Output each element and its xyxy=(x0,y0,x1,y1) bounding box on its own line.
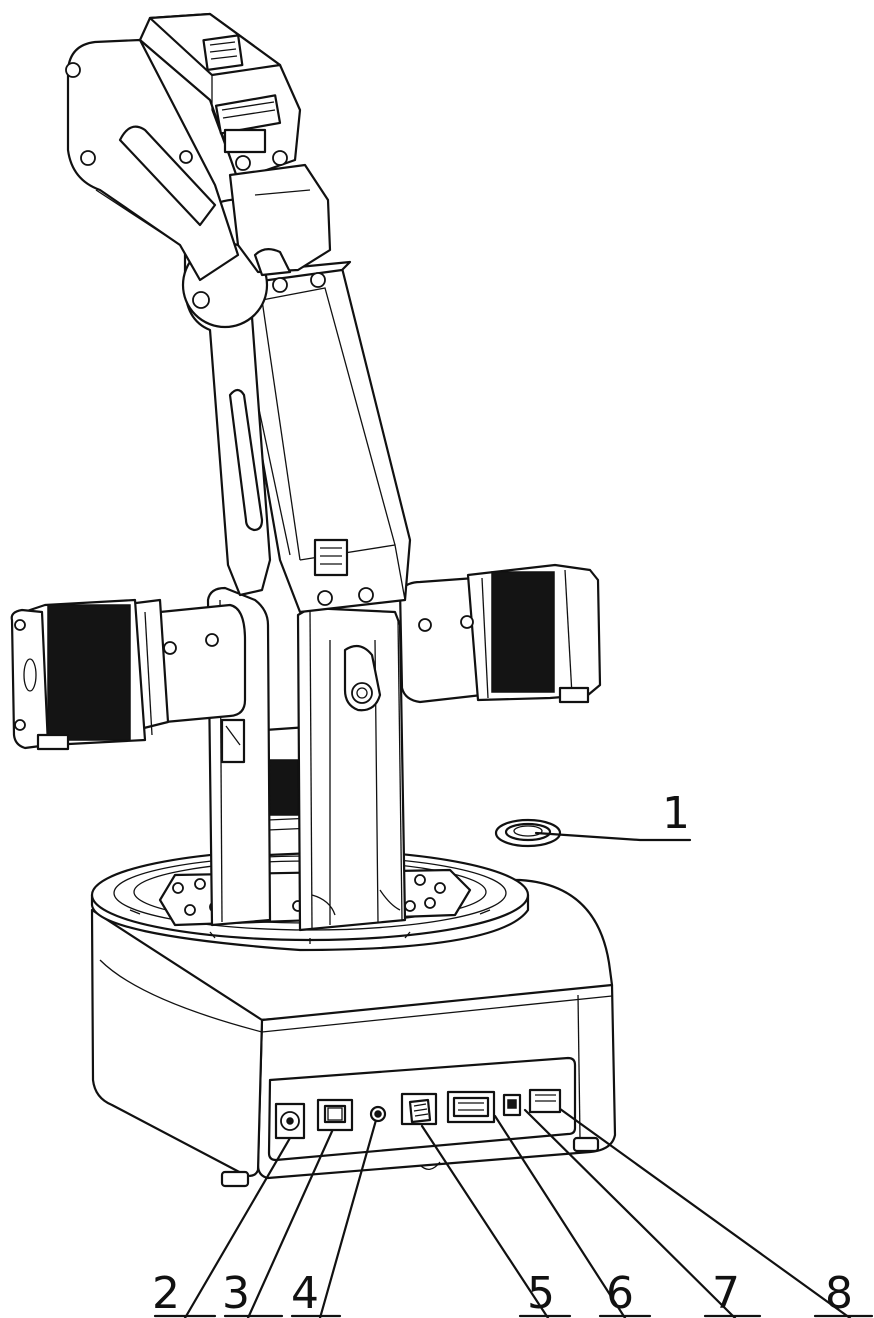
port-dc-power xyxy=(274,1102,306,1140)
callout-4: 4 xyxy=(291,1268,319,1318)
port-usb-b xyxy=(316,1098,354,1132)
upper-arm xyxy=(65,12,332,282)
callout-labels: 1 2 3 4 5 6 7 8 xyxy=(152,788,853,1318)
arm-screw-icon xyxy=(272,272,374,606)
port-connector-small xyxy=(502,1093,522,1117)
port-ethernet xyxy=(400,1092,438,1126)
callout-7: 7 xyxy=(712,1268,740,1318)
callout-3: 3 xyxy=(222,1268,250,1318)
power-button-icon xyxy=(494,818,562,848)
callout-1: 1 xyxy=(662,788,690,839)
port-connector-multi xyxy=(528,1088,562,1114)
left-stepper-motor xyxy=(10,598,247,751)
callout-8: 8 xyxy=(825,1268,853,1318)
leader-lines xyxy=(153,831,874,1318)
callout-5: 5 xyxy=(527,1268,555,1318)
callout-2: 2 xyxy=(152,1268,180,1318)
callout-6: 6 xyxy=(606,1268,634,1318)
port-db-serial xyxy=(446,1090,496,1124)
right-stepper-motor xyxy=(398,563,602,704)
side-link-plate xyxy=(181,198,272,597)
port-audio-jack xyxy=(369,1105,387,1123)
